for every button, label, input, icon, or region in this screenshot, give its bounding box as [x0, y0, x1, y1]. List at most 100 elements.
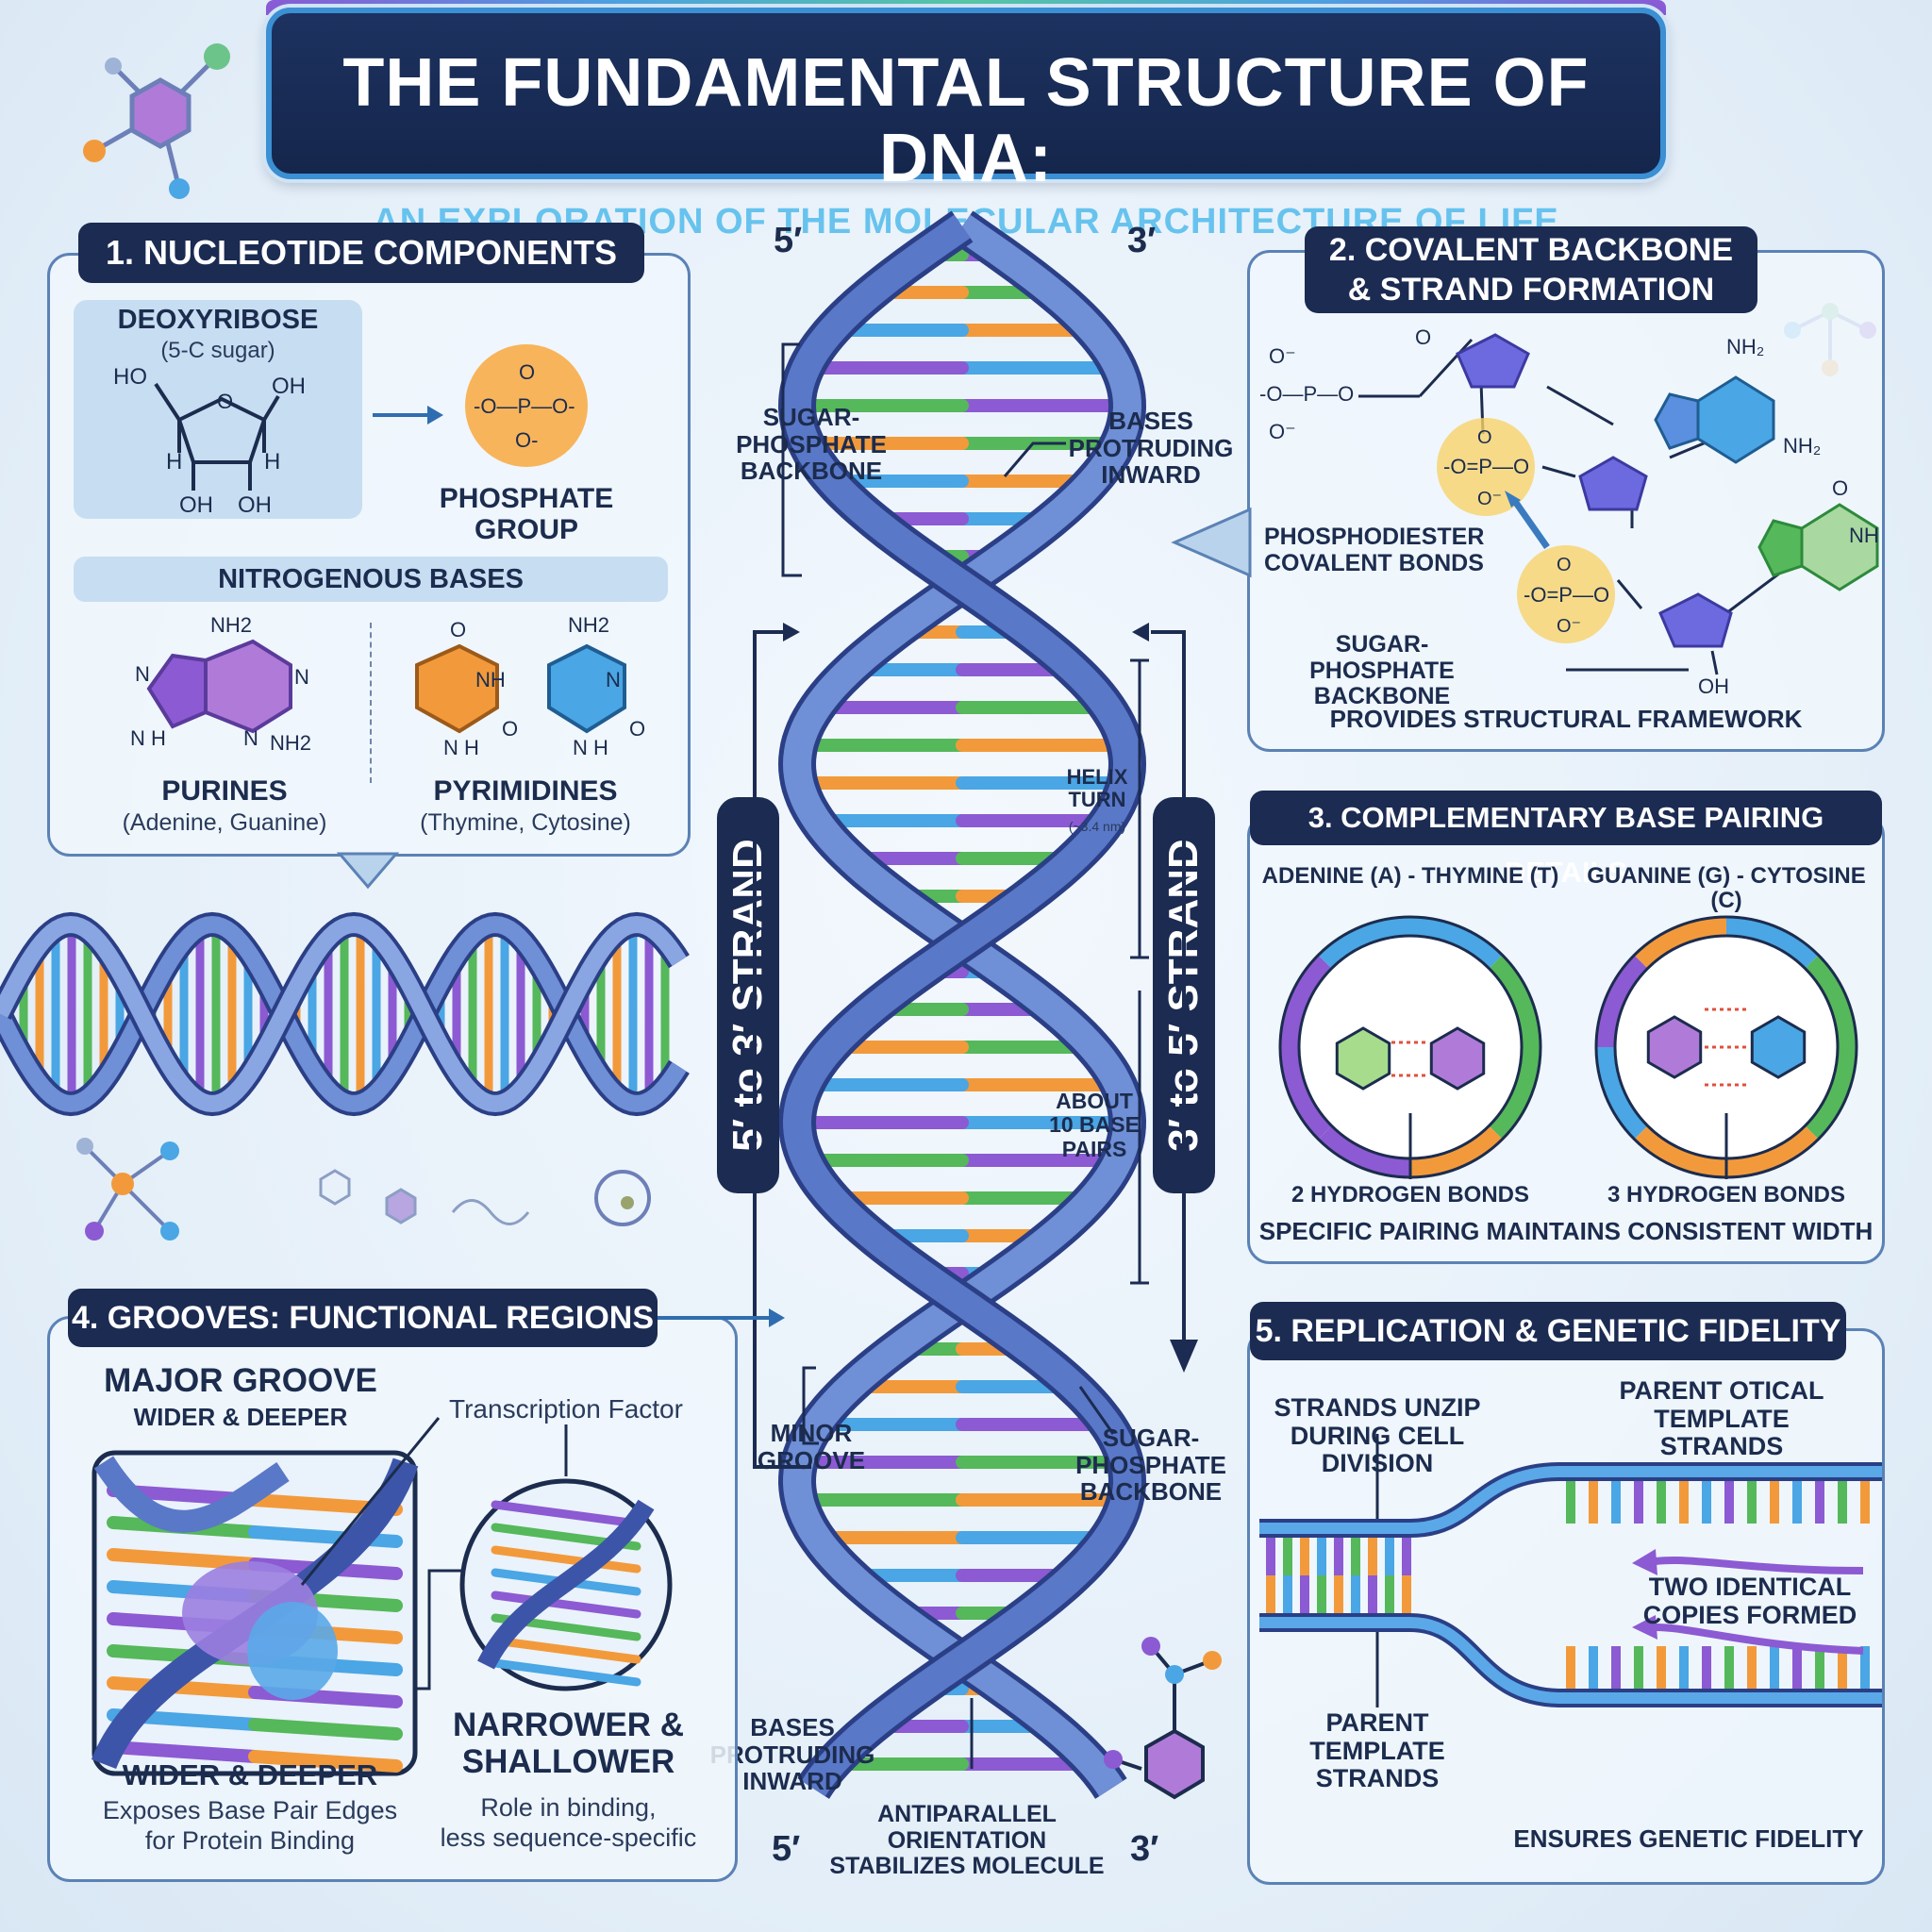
nitrogenous-bases-banner: NITROGENOUS BASES: [74, 557, 668, 602]
svg-text:NH: NH: [475, 668, 506, 691]
svg-text:O⁻: O⁻: [1557, 616, 1581, 637]
svg-text:NH: NH: [1849, 524, 1879, 547]
base-rung: [107, 1548, 261, 1571]
gc-pair-label: GUANINE (G) - CYTOSINE (C): [1587, 863, 1866, 914]
pair-ring-segment: [1489, 1046, 1540, 1139]
double-helix: [777, 210, 1147, 1799]
base-ring-shape: [1750, 1015, 1807, 1079]
framework-label: PROVIDES STRUCTURAL FRAMEWORK: [1329, 705, 1803, 733]
svg-text:NH₂: NH₂: [1783, 434, 1821, 458]
three-hydrogen-label: 3 HYDROGEN BONDS: [1607, 1182, 1846, 1208]
svg-text:-O—P—O-: -O—P—O-: [474, 394, 575, 418]
backbone-strand-1: [782, 214, 1142, 1797]
svg-text:NH2: NH2: [210, 613, 252, 637]
helix-turn-label: HELIX TURN: [1066, 765, 1128, 812]
strands-unzip-label: STRANDS UNZIP DURING CELL DIVISION: [1274, 1393, 1481, 1478]
bases-inward-label-top: BASES PROTRUDING INWARD: [1068, 407, 1234, 490]
minor-groove-strand: [477, 1499, 655, 1670]
svg-text:O⁻: O⁻: [1477, 489, 1502, 509]
svg-text:O: O: [1477, 427, 1492, 448]
pair-ring-segment: [1319, 1125, 1411, 1176]
horizontal-helix-illustration: [0, 911, 690, 1117]
deoxyribose-structure: O HO OH H H OH OH: [113, 364, 306, 518]
svg-text:N: N: [294, 665, 309, 689]
base-rung: [491, 1636, 641, 1664]
pair-ring-segment: [1319, 918, 1411, 969]
phosphate-group-label: PHOSPHATE GROUP: [439, 483, 614, 545]
helix-bottom-5prime: 5′: [772, 1829, 801, 1869]
wider-deeper-label: WIDER & DEEPER: [122, 1758, 378, 1791]
narrower-label: NARROWER & SHALLOWER: [453, 1707, 684, 1780]
svg-text:H: H: [166, 449, 182, 475]
pair-ring-segment: [1597, 956, 1648, 1048]
new-strand-arrow: [1655, 1624, 1864, 1655]
svg-text:N H: N H: [573, 736, 608, 759]
major-groove-sub: WIDER & DEEPER: [133, 1403, 348, 1431]
arrowhead: [1632, 1549, 1657, 1575]
pair-ring-segment: [1805, 956, 1856, 1048]
purine-structure: NH2 N N N N H NH2: [130, 613, 311, 755]
pair-ring-segment: [1409, 1125, 1502, 1176]
minor-groove-label: MINOR GROOVE: [757, 1419, 866, 1474]
parent-template-bottom-label: PARENT TEMPLATE STRANDS: [1309, 1708, 1445, 1793]
svg-text:O: O: [502, 717, 518, 741]
pair-ring-segment: [1281, 956, 1332, 1048]
deoxyribose-card: [74, 300, 362, 519]
exposes-label: Exposes Base Pair Edges for Protein Bind…: [102, 1796, 398, 1855]
backbone-label: SUGAR-PHOSPHATE BACKBONE: [1309, 631, 1455, 709]
pair-ring-segment: [1489, 956, 1540, 1048]
pair-ring-segment: [1597, 1046, 1648, 1139]
base-ring-shape: [1646, 1015, 1703, 1079]
svg-text:N: N: [243, 726, 258, 750]
helix-top-3prime: 3′: [1127, 221, 1157, 260]
pair-ring-segment: [1725, 1125, 1818, 1176]
role-label: Role in binding, less sequence-specific: [440, 1793, 697, 1852]
pair-ring-segment: [1409, 918, 1502, 969]
fidelity-label: ENSURES GENETIC FIDELITY: [1513, 1824, 1864, 1853]
small-molecule-icons: [76, 1138, 651, 1241]
minor-groove-illustration: [459, 1478, 673, 1691]
svg-text:N: N: [606, 668, 621, 691]
base-rung: [107, 1740, 261, 1763]
new-strand-arrow: [1655, 1556, 1864, 1574]
base-ring-shape: [1429, 1026, 1486, 1091]
strand-label-5to3: 5′ to 3′ STRAND: [717, 797, 779, 1193]
svg-text:O: O: [217, 390, 233, 413]
svg-text:NH2: NH2: [270, 731, 311, 755]
panel2-title: 2. COVALENT BACKBONE & STRAND FORMATION: [1305, 226, 1757, 313]
fork-strand-bottom: [1259, 1617, 1882, 1704]
svg-text:NH2: NH2: [568, 613, 609, 637]
phosphate-group-icon: O -O—P—O- O-: [465, 344, 588, 467]
two-hydrogen-label: 2 HYDROGEN BONDS: [1291, 1182, 1530, 1208]
pair-ring-segment: [1635, 1125, 1727, 1176]
transcription-factor-label: Transcription Factor: [449, 1394, 683, 1424]
arrow-to-phosphate: [373, 406, 443, 425]
page-title: THE FUNDAMENTAL STRUCTURE OF DNA:: [342, 45, 1590, 196]
bases-divider: [370, 623, 372, 783]
svg-text:OH: OH: [1698, 675, 1729, 698]
pair-ring-segment: [1635, 918, 1727, 969]
panel4-title: 4. GROOVES: FUNCTIONAL REGIONS: [68, 1289, 658, 1347]
panel1-pointer: [336, 852, 400, 890]
helix-top-5prime: 5′: [774, 221, 803, 260]
backbone-strand-2: [782, 214, 1142, 1797]
helix-bottom-3prime: 3′: [1130, 1829, 1159, 1869]
svg-text:-O=P—O: -O=P—O: [1443, 455, 1529, 478]
purines-label: PURINES: [161, 775, 288, 807]
major-groove-strand: [93, 1456, 290, 1533]
specific-pairing-label: SPECIFIC PAIRING MAINTAINS CONSISTENT WI…: [1258, 1217, 1874, 1245]
groove-connectors: [300, 1417, 568, 1690]
svg-text:O⁻: O⁻: [1269, 344, 1296, 368]
deoxyribose-label: DEOXYRIBOSE: [117, 305, 319, 335]
svg-text:-O=P—O: -O=P—O: [1524, 583, 1609, 607]
fork-strand-top: [1259, 1466, 1882, 1534]
panel2-pointer: [1171, 507, 1252, 578]
svg-text:O: O: [629, 717, 645, 741]
rungs: [791, 248, 1134, 1771]
svg-text:OH: OH: [238, 492, 272, 518]
svg-text:O: O: [1832, 476, 1848, 500]
panel1-title: 1. NUCLEOTIDE COMPONENTS: [78, 223, 644, 283]
svg-text:N H: N H: [443, 736, 479, 759]
svg-text:O: O: [450, 618, 466, 641]
